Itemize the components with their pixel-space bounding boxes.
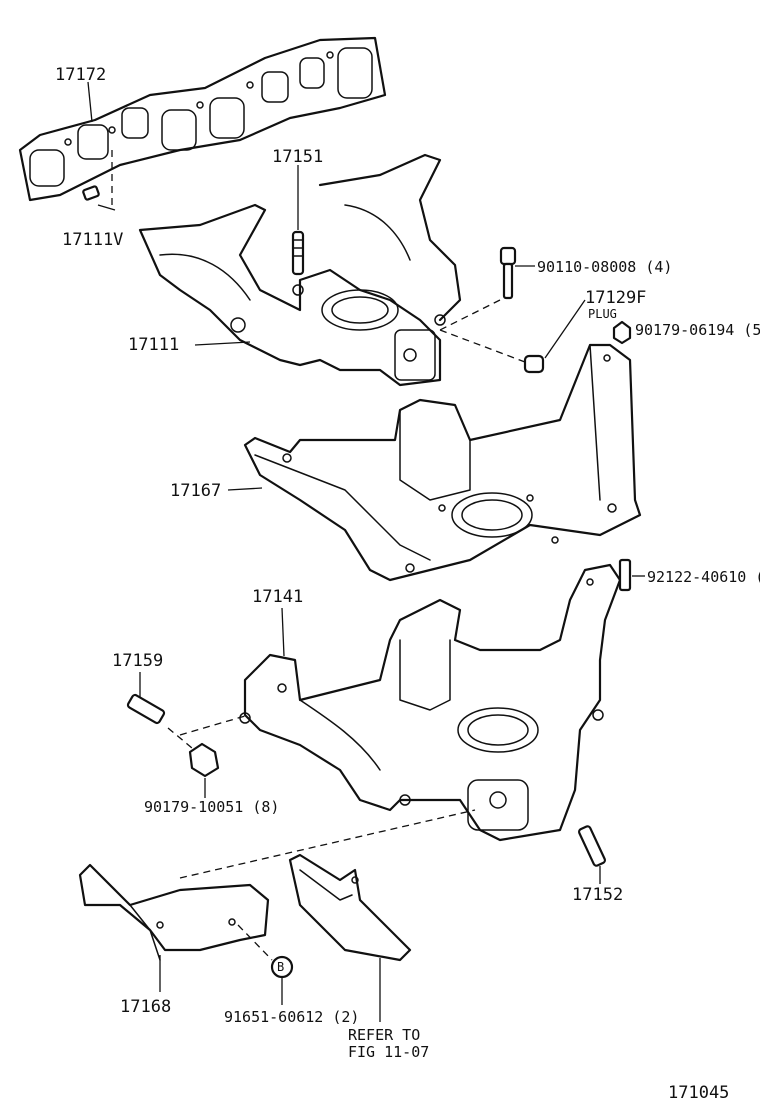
label-plug: PLUG [588,307,617,321]
bolt-marker-b: B [277,960,284,974]
stud-17151 [291,165,305,276]
label-17168: 17168 [120,997,171,1017]
heat-insulator-17168 [78,863,270,992]
nut-90179-10051 [167,727,220,798]
label-17172: 17172 [55,65,106,85]
label-90179-10051: 90179-10051 (8) [144,798,279,816]
stud-17152 [577,825,607,884]
label-17141: 17141 [252,587,303,607]
label-17167: 17167 [170,481,221,501]
label-fig-11-07: FIG 11-07 [348,1043,429,1061]
label-17129f: 17129F [585,288,646,308]
stud-17159 [126,672,246,736]
label-refer-to: REFER TO [348,1026,420,1044]
label-17111: 17111 [128,335,179,355]
label-17159: 17159 [112,651,163,671]
heat-insulator-refer [288,853,412,1022]
intake-plenum-17167 [243,343,642,582]
nut-90179-06194 [612,320,632,345]
bolt-91651-60612: B [237,924,294,1005]
label-92122-40610: 92122-40610 (5 [647,568,760,586]
lower-intake-manifold-17141 [239,563,622,842]
stud-92122-40610 [618,558,645,592]
label-90179-06194: 90179-06194 (5 [635,321,760,339]
label-91651-60612: 91651-60612 (2) [224,1008,359,1026]
pin-17111v [82,150,116,211]
gasket-17172 [18,36,387,202]
label-17152: 17152 [572,885,623,905]
bolt-90110-08008 [499,246,535,300]
plug-17129f [439,299,586,374]
label-90110-08008: 90110-08008 (4) [537,258,672,276]
figure-id: 171045 [668,1083,729,1103]
label-17111v: 17111V [62,230,123,250]
upper-intake-manifold-17111 [138,153,462,387]
label-17151: 17151 [272,147,323,167]
